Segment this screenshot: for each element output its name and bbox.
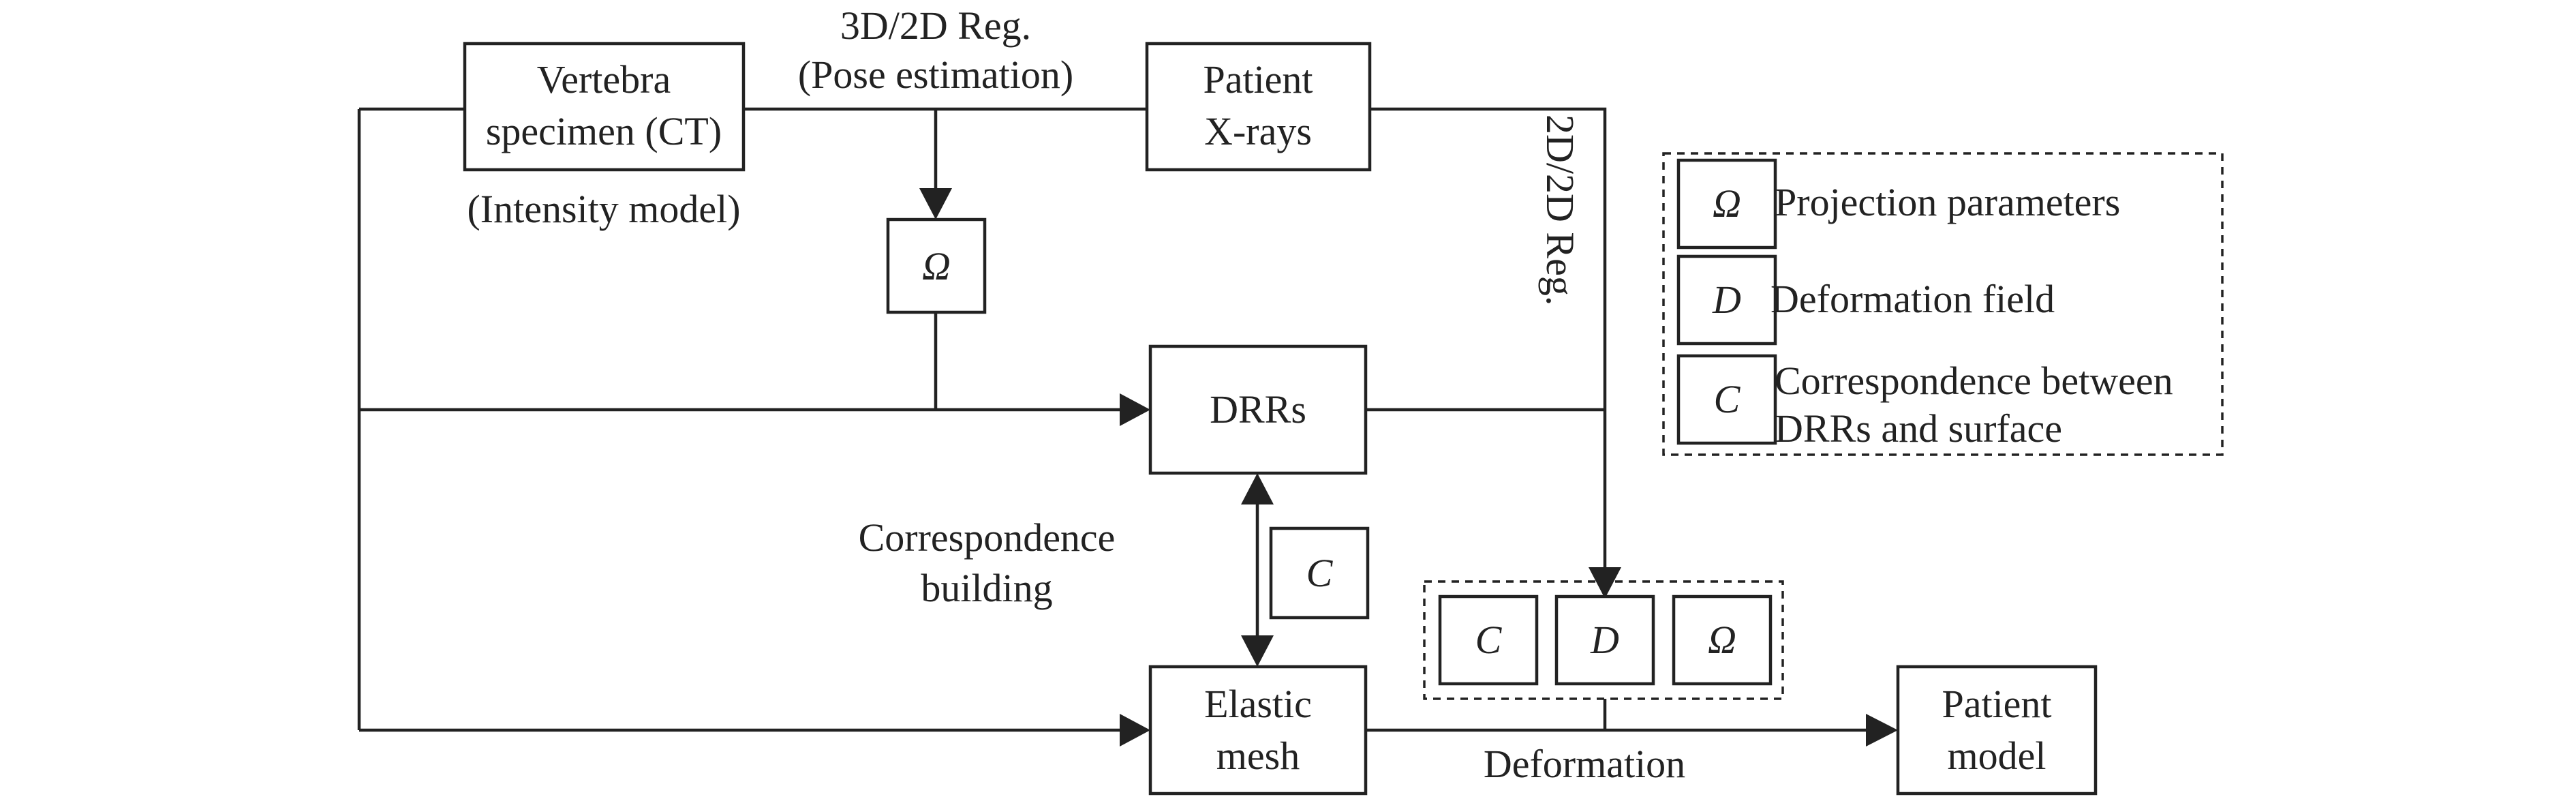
legend-omega-symbol: Ω [1713,181,1741,226]
legend-c-symbol: C [1714,377,1741,421]
group-d-symbol: D [1590,618,1619,662]
reg-3d2d-label-line2: (Pose estimation) [798,52,1073,97]
legend-d-box [1676,254,1777,346]
patient-model-line2: model [1948,734,2046,778]
xray-line2: X-rays [1204,109,1312,153]
connectors [357,107,1866,732]
intensity-model-label: (Intensity model) [467,187,740,231]
node-ct: Vertebra specimen (CT) [463,42,746,172]
result-group-border [1423,580,1784,700]
correspondence-box [1269,526,1370,620]
group-omega-box [1672,594,1773,686]
top-line [359,107,1607,567]
ct-line2: specimen (CT) [486,109,722,153]
legend-projection-text: Projection parameters [1775,180,2120,224]
arrow-to-group [1589,567,1621,599]
mesh-line1: Elastic [1204,682,1312,726]
ct-box [463,42,746,172]
correspondence-building-line2: building [921,566,1052,610]
legend-item-correspondence: C Correspondence between DRRs and surfac… [1676,354,2173,451]
xray-box [1145,42,1372,172]
patient-model-box [1896,665,2098,796]
legend-correspondence-line2: DRRs and surface [1775,406,2062,451]
mesh-line2: mesh [1216,734,1300,778]
xray-line1: Patient [1203,57,1313,102]
arrow-to-patient-model [1866,714,1898,747]
correspondence-symbol: C [1306,551,1334,595]
group-omega-symbol: Ω [1708,618,1736,662]
drr-label: DRRs [1210,387,1306,432]
omega-box [886,217,987,314]
drr-box [1148,344,1368,475]
legend-d-symbol: D [1712,277,1741,322]
arrow-to-drrs [1120,393,1150,426]
legend-omega-box [1676,158,1777,250]
annotations: 3D/2D Reg. (Pose estimation) (Intensity … [467,3,1685,786]
node-patient-model: Patient model [1896,665,2098,796]
ct-line1: Vertebra [537,57,671,102]
legend-item-deformation: D Deformation field [1676,254,2055,346]
group-d-box [1554,594,1655,686]
legend-correspondence-line1: Correspondence between [1775,359,2173,403]
deformation-label: Deformation [1484,742,1685,786]
node-correspondence: C [1269,526,1370,620]
correspondence-building-line1: Correspondence [859,515,1116,560]
arrow-to-mesh [1120,714,1150,747]
reg-3d2d-label-line1: 3D/2D Reg. [840,3,1031,48]
arrow-down-to-mesh [1241,635,1274,667]
reg-2d2d-label: 2D/2D Reg. [1538,115,1582,305]
result-group: C D Ω [1423,580,1784,700]
mesh-box [1148,665,1368,796]
arrow-up-to-drrs [1241,473,1274,504]
node-mesh: Elastic mesh [1148,665,1368,796]
node-drrs: DRRs [1148,344,1368,475]
omega-symbol: Ω [922,244,951,288]
node-omega: Ω [886,217,987,314]
group-c-symbol: C [1475,618,1503,662]
legend-item-projection: Ω Projection parameters [1676,158,2120,250]
legend-c-box [1676,354,1777,445]
legend-deformation-text: Deformation field [1770,277,2055,321]
patient-model-line1: Patient [1942,682,2051,726]
node-xrays: Patient X-rays [1145,42,1372,172]
group-c-box [1438,594,1539,686]
arrow-to-omega [919,188,952,220]
legend-border [1662,152,2224,456]
arrowheads [919,188,1898,747]
legend: Ω Projection parameters D Deformation fi… [1662,152,2224,456]
